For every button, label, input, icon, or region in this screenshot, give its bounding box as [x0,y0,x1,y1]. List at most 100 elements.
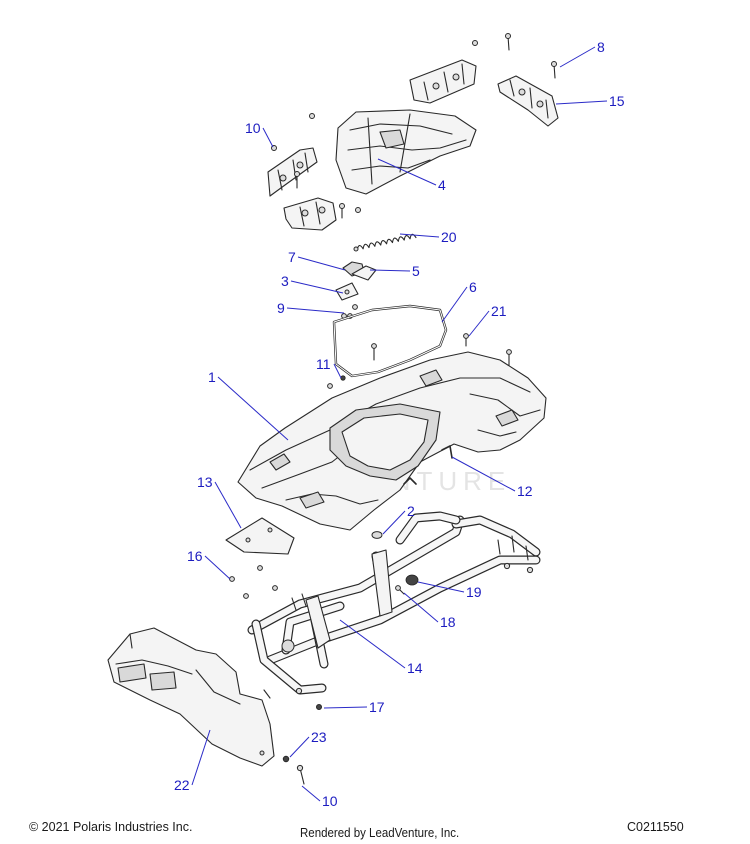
rear-storage-cover-4 [335,109,477,195]
leader-line [217,376,289,441]
leader-line [403,592,439,623]
callout-number: 17 [369,699,385,715]
leader-line [297,256,346,271]
callout-number: 9 [277,300,285,316]
callout-21: 21 [468,303,507,337]
callout-15: 15 [555,93,625,109]
callout-number: 15 [609,93,625,109]
screw-18 [395,585,405,595]
leader-line [417,581,465,593]
callout-17: 17 [323,699,385,715]
callout-number: 1 [208,369,216,385]
callout-number: 6 [469,279,477,295]
leader-line [214,481,242,529]
leader-line [369,269,411,272]
leader-line [441,286,468,323]
callout-number: 19 [466,584,482,600]
rear-rack-bracket-right-15 [497,75,559,127]
bolt-10-lower [296,764,305,785]
leader-line [323,706,368,709]
leader-line [451,456,516,492]
rear-rack-bracket-center-upper [409,59,477,104]
callout-number: 2 [407,503,415,519]
callout-10-bottom: 10 [301,785,338,809]
leader-line [555,100,608,105]
leader-line [377,158,437,186]
leader-line [339,619,406,669]
callout-number: 23 [311,729,327,745]
callout-number: 13 [197,474,213,490]
rear-rack-bracket-left-upper [267,147,318,197]
rear-rack-bracket-left-lower [283,197,337,231]
leader-line [468,310,490,337]
rear-frame-14 [247,511,541,695]
callout-2: 2 [382,503,415,535]
rear-fender-1 [237,351,547,531]
callout-number: 14 [407,660,423,676]
nut-17 [315,704,322,711]
leader-line [191,729,211,786]
callout-13: 13 [197,474,242,529]
leader-line [204,555,231,580]
callout-number: 16 [187,548,203,564]
callout-14: 14 [339,619,423,676]
callout-8: 8 [559,39,605,68]
callout-18: 18 [403,592,456,630]
callout-23: 23 [289,729,327,758]
callout-number: 4 [438,177,446,193]
callout-number: 12 [517,483,533,499]
callout-9: 9 [277,300,345,316]
callout-3: 3 [281,273,344,294]
callout-12: 12 [451,456,533,499]
rendered-by-text: Rendered by LeadVenture, Inc. [300,826,460,840]
clip-near-2 [403,477,417,485]
callout-20: 20 [399,229,457,245]
leader-line [301,785,321,802]
callout-16: 16 [187,548,231,580]
copyright-text: © 2021 Polaris Industries Inc. [29,820,193,834]
fasteners-16 [229,565,278,599]
nut-23 [282,755,290,763]
leader-line [290,280,344,294]
bumper-2 [371,531,383,539]
callout-number: 8 [597,39,605,55]
leader-line [399,233,440,238]
callout-6: 6 [441,279,477,323]
callout-11: 11 [316,356,342,379]
callout-number: 10 [245,120,261,136]
callout-19: 19 [417,581,482,600]
callout-7: 7 [288,249,346,271]
leader-line [286,307,345,314]
callout-number: 5 [412,263,420,279]
cover-plate-13 [225,517,295,555]
spring-20 [353,233,417,252]
diagram-code: C0211550 [627,820,684,834]
callout-number: 11 [316,356,331,372]
leader-line [382,510,406,535]
callout-number: 7 [288,249,296,265]
callout-4: 4 [377,158,446,193]
callout-number: 10 [322,793,338,809]
callout-number: 18 [440,614,456,630]
pin-12 [441,445,453,459]
callout-number: 21 [491,303,507,319]
leader-line [559,46,596,68]
seal-6 [332,304,448,378]
callout-1: 1 [208,369,289,441]
bushing-19 [405,574,419,586]
callout-number: 22 [174,777,190,793]
fasteners-11-21 [327,333,512,389]
callout-10-top: 10 [245,120,274,148]
leader-line [333,363,342,379]
lower-shield-22 [107,627,275,767]
latch-base-3 [335,282,359,301]
callout-number: 3 [281,273,289,289]
leader-line [289,736,310,758]
screws-9 [341,304,358,319]
callout-number: 20 [441,229,457,245]
callout-22: 22 [174,729,211,793]
leader-line [262,127,274,148]
callout-5: 5 [369,263,420,279]
